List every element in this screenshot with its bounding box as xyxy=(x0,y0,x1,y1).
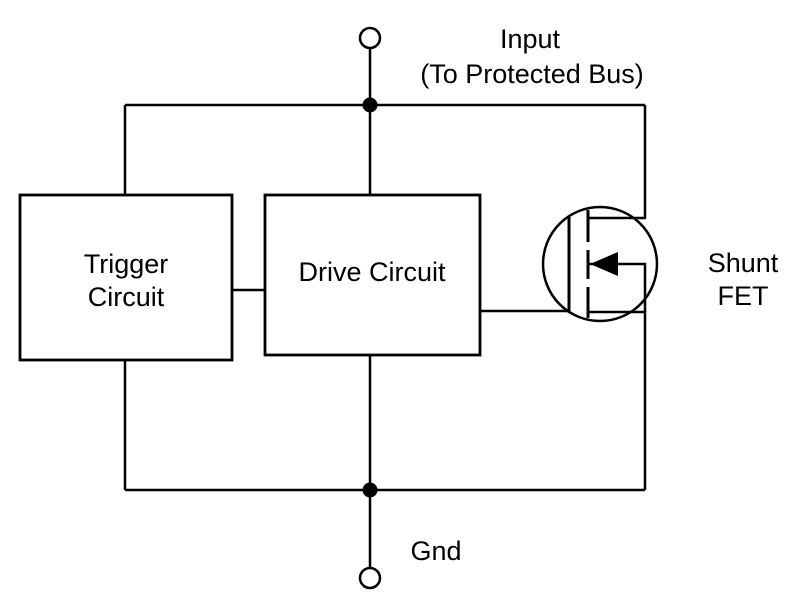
trigger-circuit-box xyxy=(18,193,234,362)
input-label-line2: (To Protected Bus) xyxy=(420,59,644,89)
gnd-terminal xyxy=(358,566,382,590)
trigger-label-line2: Circuit xyxy=(88,282,165,312)
mosfet-arrow xyxy=(590,252,618,276)
mosfet-symbol xyxy=(541,105,659,490)
mosfet-body-circle xyxy=(541,205,659,323)
trigger-label-line1: Trigger xyxy=(84,249,169,279)
mosfet-drain-lead xyxy=(588,105,647,220)
shunt-fet-label-line1: Shunt xyxy=(708,248,779,278)
input-label-line1: Input xyxy=(500,24,561,54)
mosfet-source-lead xyxy=(588,310,647,490)
gnd-label: Gnd xyxy=(410,536,461,566)
input-terminal xyxy=(358,26,382,50)
drive-circuit-box xyxy=(263,193,482,357)
shunt-fet-label-line2: FET xyxy=(718,281,769,311)
drive-label: Drive Circuit xyxy=(298,257,446,287)
